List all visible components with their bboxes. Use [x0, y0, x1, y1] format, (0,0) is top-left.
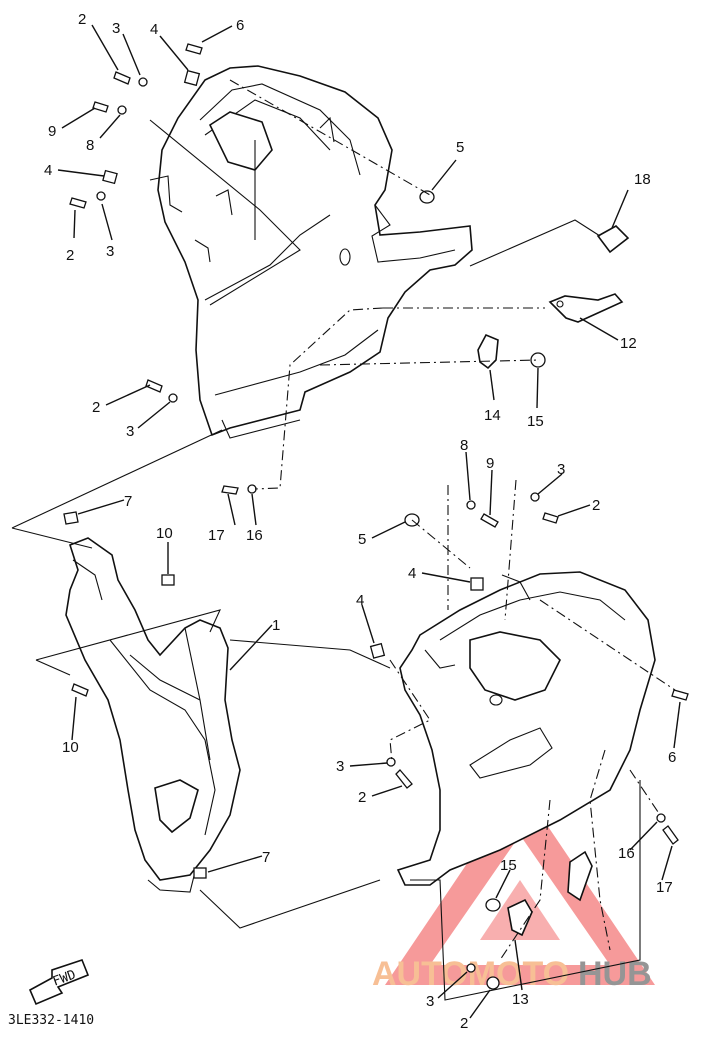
leader-lines: [57, 24, 681, 1019]
callout-c9b: 9: [486, 455, 494, 472]
callout-c10a: 10: [156, 525, 173, 542]
callout-c12: 12: [620, 335, 637, 352]
callout-c1: 1: [272, 617, 280, 634]
pad-18: [596, 225, 630, 254]
callout-c5b: 5: [358, 531, 366, 548]
callout-c15a: 15: [527, 413, 544, 430]
callout-c7b: 7: [262, 849, 270, 866]
callout-c4b: 4: [44, 162, 52, 179]
callout-c9a: 9: [48, 123, 56, 140]
bracket-14: [477, 333, 499, 370]
callout-c3a: 3: [112, 20, 120, 37]
bracket-13-right: [567, 850, 593, 902]
callout-labels: 2 3 4 6 9 8 4 2 3 5 18 12 14 15 2 3 7 17…: [44, 11, 676, 1032]
callout-c5a: 5: [456, 139, 464, 156]
callout-c2b: 2: [66, 247, 74, 264]
callout-c14: 14: [484, 407, 501, 424]
callout-c10b: 10: [62, 739, 79, 756]
callout-c6a: 6: [236, 17, 244, 34]
callout-c7a: 7: [124, 493, 132, 510]
bracket-12: [548, 293, 624, 323]
callout-c2a: 2: [78, 11, 86, 28]
assembly-lines: [11, 119, 641, 1001]
lower-left-cowl: [65, 537, 241, 893]
upper-inner-cowling: [149, 65, 473, 439]
bracket-13-left: [507, 898, 533, 937]
callout-c3e: 3: [336, 758, 344, 775]
watermark-text-right: HUB: [578, 955, 652, 993]
callout-c2e: 2: [358, 789, 366, 806]
callout-c4c: 4: [408, 565, 416, 582]
callout-c2d: 2: [592, 497, 600, 514]
callout-c2f: 2: [460, 1015, 468, 1032]
callout-c15b: 15: [500, 857, 517, 874]
callout-c6b: 6: [668, 749, 676, 766]
callout-c17a: 17: [208, 527, 225, 544]
callout-c3f: 3: [426, 993, 434, 1010]
part-code: 3LE332-1410: [8, 1013, 94, 1028]
callout-c17b: 17: [656, 879, 673, 896]
callout-c3b: 3: [106, 243, 114, 260]
callout-c4d: 4: [356, 592, 364, 609]
callout-c4a: 4: [150, 21, 158, 38]
watermark-text-left: AUTOMOTO: [372, 955, 569, 993]
callout-c8b: 8: [460, 437, 468, 454]
callout-c18: 18: [634, 171, 651, 188]
callout-c3d: 3: [557, 461, 565, 478]
callout-c16b: 16: [618, 845, 635, 862]
callout-c13: 13: [512, 991, 529, 1008]
callout-c8a: 8: [86, 137, 94, 154]
alignment-lines: [229, 79, 676, 961]
lower-right-cowl: [396, 571, 656, 886]
callout-c3c: 3: [126, 423, 134, 440]
callout-c2c: 2: [92, 399, 100, 416]
callout-c16a: 16: [246, 527, 263, 544]
fwd-arrow-icon: FWD: [28, 959, 90, 1006]
